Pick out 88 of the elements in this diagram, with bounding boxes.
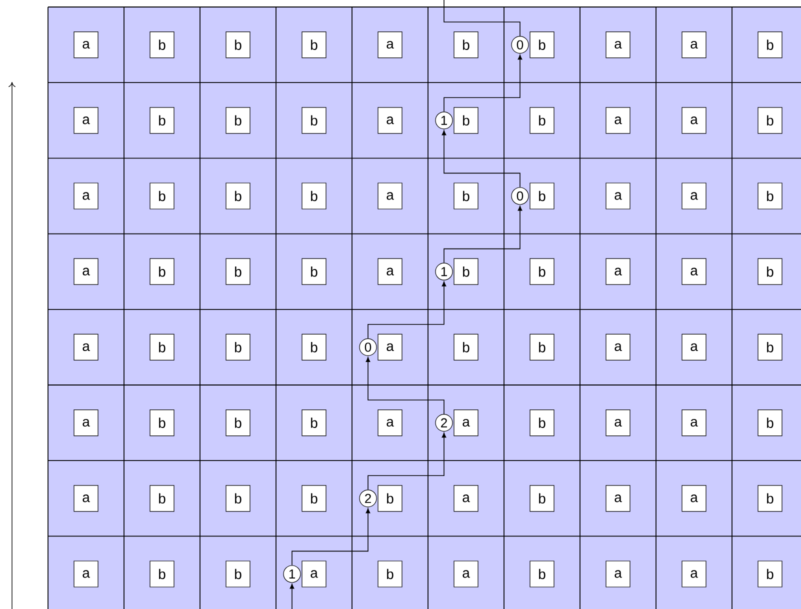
letter-box: b (150, 560, 174, 588)
arrow (290, 584, 294, 609)
letter-box: b (150, 485, 174, 512)
letter-box: a (378, 32, 402, 58)
letter-box: b (150, 334, 174, 360)
letter-box: b (758, 560, 782, 588)
circled-number: 1 (435, 112, 453, 130)
letter-box: a (606, 560, 630, 588)
letter-box: a (606, 182, 630, 210)
circled-number: 0 (359, 338, 377, 356)
letter-box: b (226, 182, 250, 210)
letter-box: a (682, 485, 706, 512)
arrow (444, 54, 522, 112)
letter-box: b (226, 107, 250, 134)
letter-box: b (378, 560, 402, 588)
letter-box: a (606, 32, 630, 58)
letter-box: b (302, 485, 326, 512)
letter-box: b (226, 32, 250, 58)
letter-box: a (606, 334, 630, 360)
letter-box: a (682, 560, 706, 588)
letter-box: a (682, 32, 706, 58)
letter-box: b (758, 410, 782, 436)
letter-box: a (74, 485, 98, 512)
letter-box: b (758, 107, 782, 134)
letter-box: b (530, 410, 554, 436)
letter-box: b (302, 334, 326, 360)
letter-box: b (226, 410, 250, 436)
letter-box: b (530, 560, 554, 588)
letter-box: b (302, 107, 326, 134)
letter-box: a (378, 410, 402, 436)
letter-box: b (226, 334, 250, 360)
letter-box: b (302, 410, 326, 436)
letter-box: b (226, 258, 250, 285)
letter-box: a (682, 334, 706, 360)
letter-box: b (758, 485, 782, 512)
letter-box: b (150, 258, 174, 285)
circled-number: 2 (435, 414, 453, 432)
arrow (366, 357, 444, 414)
letter-box: b (302, 32, 326, 58)
letter-box: a (74, 560, 98, 588)
arrow (368, 432, 446, 490)
letter-box: b (758, 334, 782, 360)
letter-box: a (682, 182, 706, 210)
letter-box: b (758, 182, 782, 210)
arrow (292, 508, 370, 566)
letter-box: b (454, 32, 478, 58)
letter-box: b (758, 258, 782, 285)
letter-box: a (74, 32, 98, 58)
arrow (368, 282, 446, 339)
letter-box: b (454, 182, 478, 210)
letter-box: b (302, 182, 326, 210)
arrow (442, 130, 520, 188)
letter-box: b (226, 560, 250, 588)
letter-box: a (606, 485, 630, 512)
letter-box: a (682, 410, 706, 436)
letter-box: b (150, 32, 174, 58)
letter-box: a (454, 485, 478, 512)
letter-box: a (682, 258, 706, 285)
letter-box: a (74, 107, 98, 134)
letter-box: b (150, 182, 174, 210)
letter-box: a (74, 258, 98, 285)
letter-box: b (226, 485, 250, 512)
circled-number: 1 (283, 565, 301, 583)
circled-number: 1 (435, 262, 453, 280)
letter-box: b (530, 485, 554, 512)
arrow (444, 206, 522, 264)
letter-box: a (606, 258, 630, 285)
letter-box: a (74, 334, 98, 360)
letter-box: b (150, 107, 174, 134)
circled-number: 0 (511, 36, 529, 54)
letter-box: b (302, 258, 326, 285)
letter-box: b (530, 107, 554, 134)
letter-box: a (378, 107, 402, 134)
letter-box: a (378, 182, 402, 210)
letter-box: b (454, 334, 478, 360)
letter-box: b (758, 32, 782, 58)
letter-box: a (682, 107, 706, 134)
letter-box: a (606, 410, 630, 436)
letter-box: a (454, 560, 478, 588)
letter-box: b (150, 410, 174, 436)
circled-number: 0 (511, 187, 529, 205)
letter-box: a (74, 182, 98, 210)
letter-box: a (378, 258, 402, 285)
letter-box: a (606, 107, 630, 134)
letter-box: b (530, 258, 554, 285)
circled-number: 2 (359, 490, 377, 508)
letter-box: b (530, 334, 554, 360)
letter-box: a (74, 410, 98, 436)
